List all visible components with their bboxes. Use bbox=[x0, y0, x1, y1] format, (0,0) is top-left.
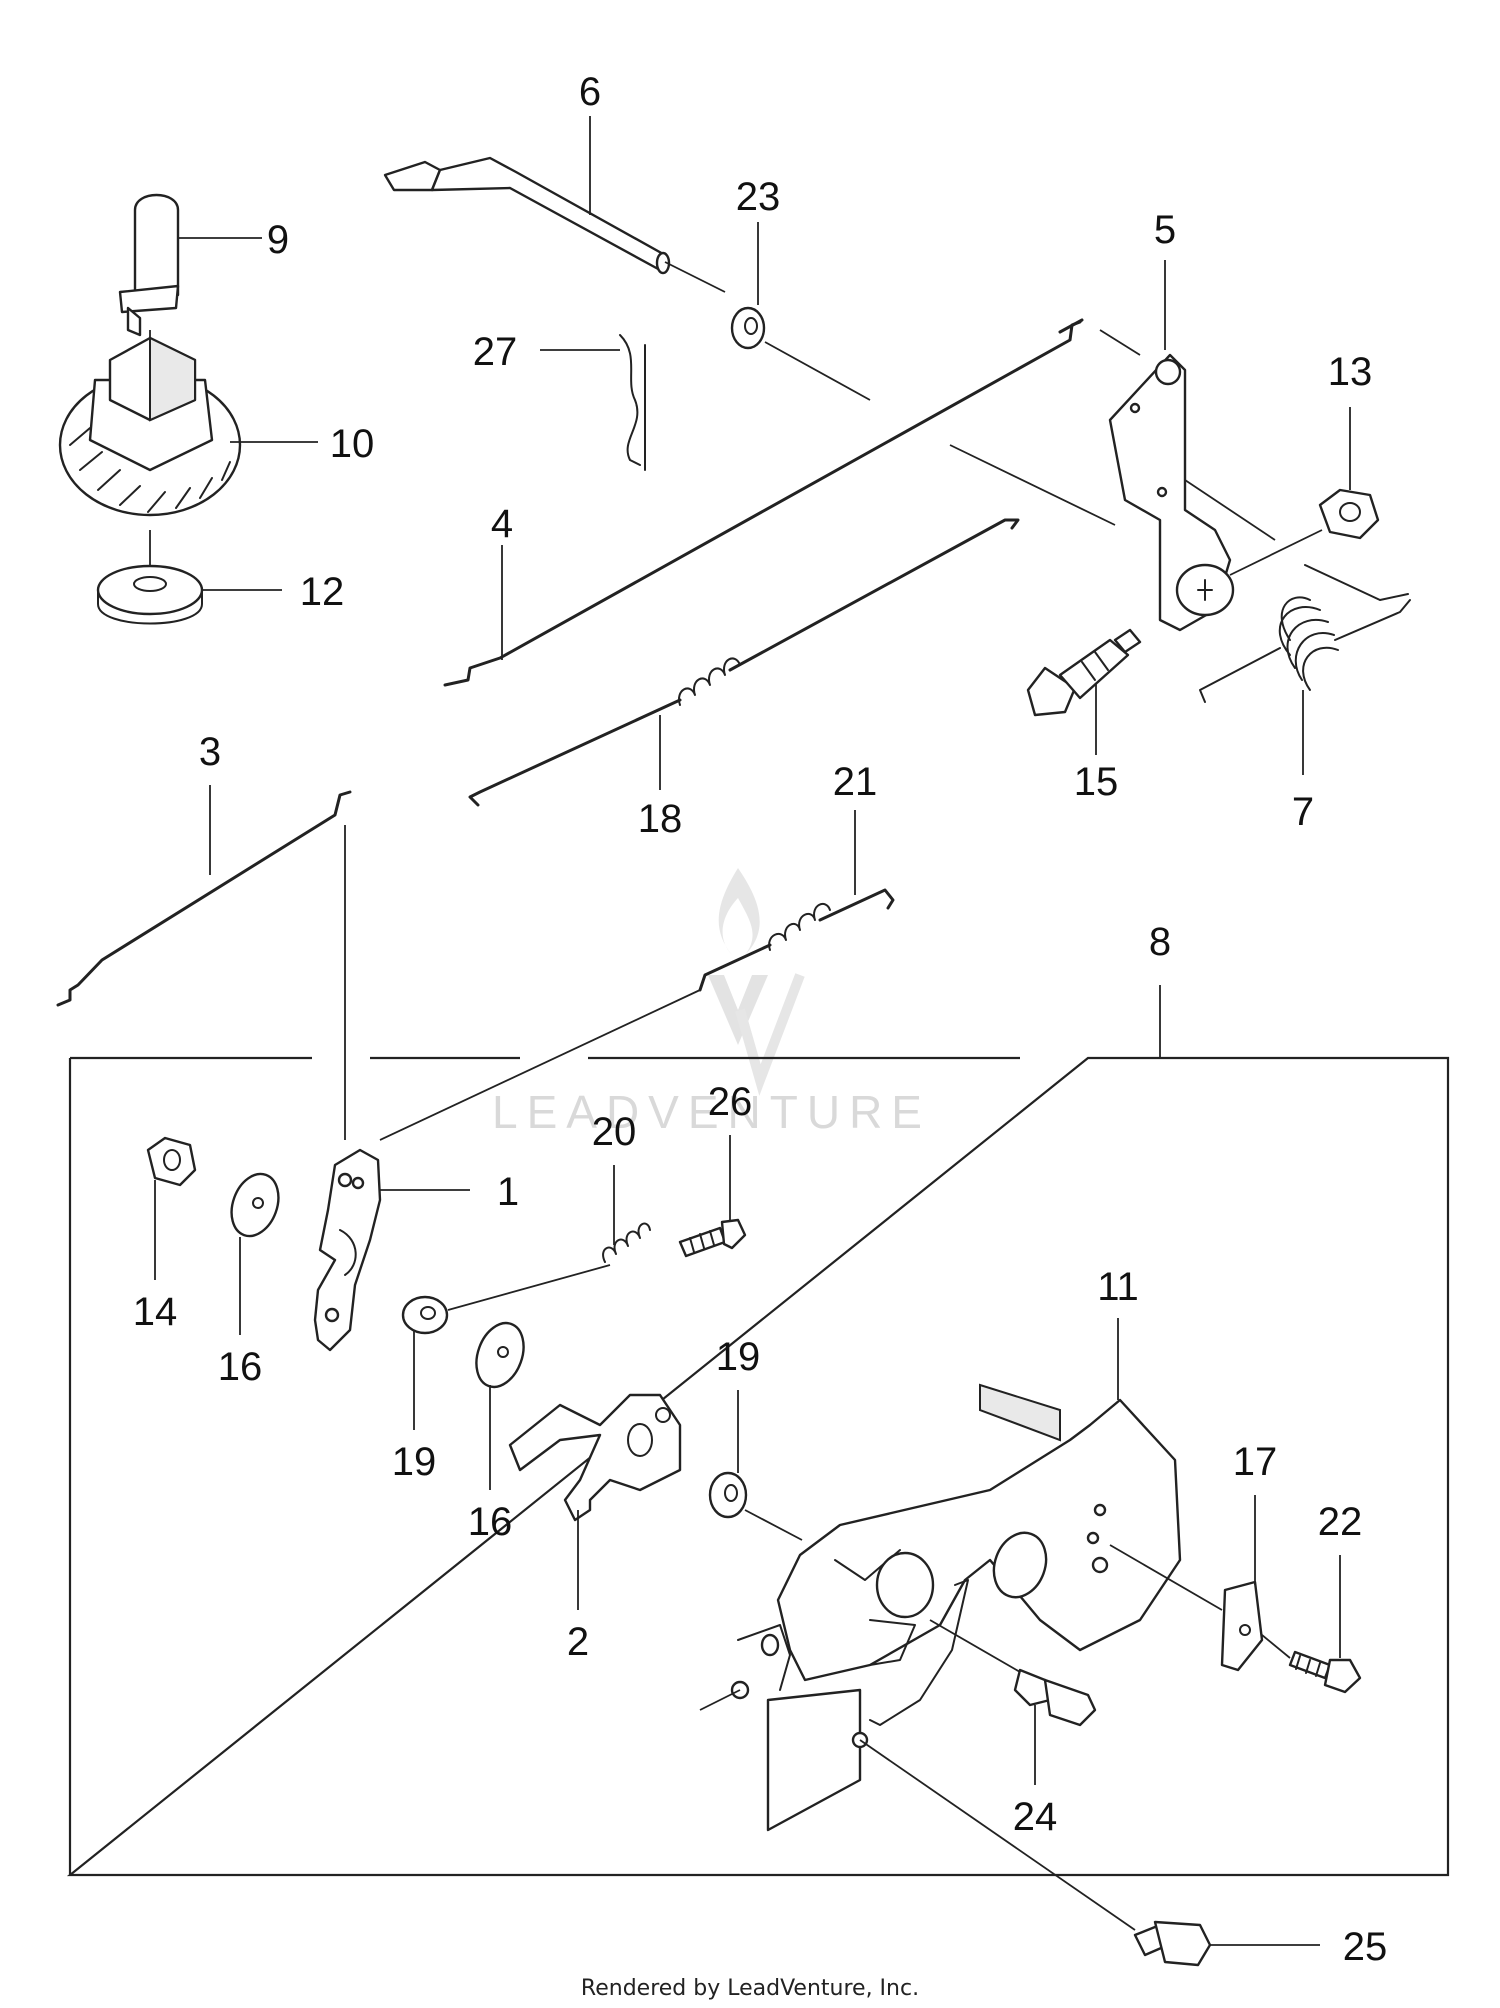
callout-8: 8 bbox=[1149, 920, 1171, 964]
render-credit: Rendered by LeadVenture, Inc. bbox=[581, 1976, 919, 2001]
part-26-screw bbox=[678, 1218, 747, 1258]
part-18-governor-spring-rod bbox=[468, 518, 1020, 807]
part-23-washer bbox=[730, 306, 766, 350]
part-6-throttle-shaft bbox=[383, 156, 671, 275]
part-3-choke-rod bbox=[56, 790, 352, 1007]
callout-19a: 19 bbox=[392, 1440, 437, 1484]
part-4-rod bbox=[443, 318, 1084, 687]
callout-14: 14 bbox=[133, 1290, 178, 1334]
callout-6: 6 bbox=[579, 70, 601, 114]
part-10-governor-gear bbox=[58, 336, 242, 517]
part-25-bolt bbox=[1133, 1920, 1212, 1967]
part-16-washer-b bbox=[475, 1321, 525, 1389]
callout-7: 7 bbox=[1292, 790, 1314, 834]
part-22-bolt bbox=[1288, 1650, 1362, 1694]
watermark-text: LEADVENTURE bbox=[492, 1086, 931, 1138]
callout-18: 18 bbox=[638, 797, 683, 841]
callout-21: 21 bbox=[833, 760, 878, 804]
callout-2: 2 bbox=[567, 1620, 589, 1664]
part-1-lever bbox=[313, 1148, 382, 1352]
part-20-spring bbox=[602, 1222, 651, 1263]
callout-19b: 19 bbox=[716, 1335, 761, 1379]
part-19-washer-b bbox=[708, 1471, 748, 1519]
callout-22: 22 bbox=[1318, 1500, 1363, 1544]
part-21-spring bbox=[698, 888, 895, 992]
callout-15: 15 bbox=[1074, 760, 1119, 804]
part-2-bracket bbox=[508, 1393, 682, 1522]
part-19-washer-a bbox=[401, 1295, 449, 1335]
callout-1: 1 bbox=[497, 1170, 519, 1214]
callout-17: 17 bbox=[1233, 1440, 1278, 1484]
callout-5: 5 bbox=[1154, 208, 1176, 252]
callout-labels: 6 9 23 5 27 13 10 4 12 15 7 3 18 21 8 26… bbox=[133, 70, 1388, 1969]
part-24-bolt bbox=[1013, 1668, 1097, 1727]
part-15-lever-bolt bbox=[1026, 628, 1142, 717]
callout-9: 9 bbox=[267, 218, 289, 262]
callout-23: 23 bbox=[736, 175, 781, 219]
callout-16b: 16 bbox=[468, 1500, 513, 1544]
part-9-shaft bbox=[118, 193, 180, 337]
callout-24: 24 bbox=[1013, 1795, 1058, 1839]
callout-26: 26 bbox=[708, 1080, 753, 1124]
part-5-governor-lever bbox=[1108, 353, 1235, 632]
callout-10: 10 bbox=[330, 422, 375, 466]
callout-20: 20 bbox=[592, 1110, 637, 1154]
callout-11: 11 bbox=[1097, 1265, 1139, 1309]
part-13-nut bbox=[1318, 488, 1380, 540]
part-27-gasket bbox=[619, 334, 646, 471]
part-12-washer bbox=[96, 564, 204, 625]
leadventure-watermark: LEADVENTURE bbox=[492, 868, 931, 1138]
part-16-washer-a bbox=[230, 1172, 280, 1238]
part-17-clip bbox=[1220, 1580, 1264, 1672]
assembly-box-8 bbox=[66, 985, 1450, 1877]
callout-25: 25 bbox=[1343, 1925, 1388, 1969]
callout-4: 4 bbox=[491, 502, 513, 546]
part-7-spring bbox=[1199, 564, 1411, 703]
part-14-nut bbox=[146, 1136, 197, 1187]
callout-27: 27 bbox=[473, 330, 518, 374]
callout-3: 3 bbox=[199, 730, 221, 774]
callout-16a: 16 bbox=[218, 1345, 263, 1389]
callout-13: 13 bbox=[1328, 350, 1373, 394]
callout-12: 12 bbox=[300, 570, 345, 614]
part-11-control-base bbox=[730, 1383, 1182, 1832]
